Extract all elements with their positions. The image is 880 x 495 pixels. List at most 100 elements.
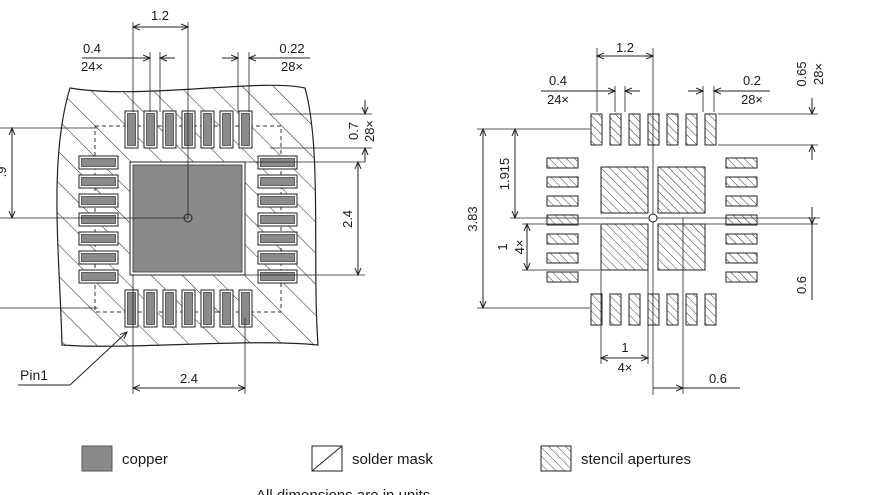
stencil-right-pad <box>725 176 758 188</box>
stencil-left-pad <box>546 271 579 283</box>
stencil-right-pad <box>725 157 758 169</box>
stencil-bottom-pad <box>685 293 698 326</box>
stencil-dim-pad-width: 0.4 <box>549 73 567 88</box>
top-pad-copper <box>222 113 231 146</box>
top-pad-copper <box>203 113 212 146</box>
stencil-top-pad <box>609 113 622 146</box>
left-top-pads <box>124 110 253 149</box>
top-pad-copper <box>127 113 136 146</box>
stencil-top-pad <box>704 113 717 146</box>
stencil-aperture-bl <box>600 223 649 271</box>
bottom-pad-copper <box>165 292 174 325</box>
dim-pad-height: 0.7 <box>346 122 361 140</box>
legend-stencil-swatch <box>540 445 572 472</box>
legend-copper-label: copper <box>122 451 168 468</box>
stencil-left-pads <box>546 157 579 283</box>
left-bottom-pads <box>124 289 253 328</box>
stencil-dim-total: 3.83 <box>465 206 480 231</box>
left-pad-copper <box>81 234 116 243</box>
stencil-left-pad <box>546 252 579 264</box>
pin1-label: Pin1 <box>20 367 48 383</box>
stencil-left-pad <box>546 176 579 188</box>
bottom-pad-copper <box>222 292 231 325</box>
top-pad-copper <box>165 113 174 146</box>
right-pad-copper <box>260 177 295 186</box>
stencil-right-pad <box>725 233 758 245</box>
stencil-bottom-pad <box>647 293 660 326</box>
dim-side-partial: .9 <box>0 167 9 178</box>
stencil-aperture-tl <box>600 166 649 214</box>
dim-ep-height: 2.4 <box>340 210 355 228</box>
legend-solder-mask-label: solder mask <box>352 451 433 468</box>
stencil-top-pad <box>647 113 660 146</box>
right-side-pads <box>257 155 298 284</box>
stencil-left-pad <box>546 157 579 169</box>
dim-pad-width-count: 24× <box>81 59 103 74</box>
left-pad-copper <box>81 215 116 224</box>
right-stencil-view: 1.2 0.4 24× 0.2 28× 0.65 28× 3.83 1.915 <box>465 40 826 395</box>
right-pad-copper <box>260 234 295 243</box>
stencil-top-pad <box>590 113 603 146</box>
bottom-pad-copper <box>184 292 193 325</box>
stencil-dim-center-pitch: 1.2 <box>616 40 634 55</box>
dim-pad-width: 0.4 <box>83 41 101 56</box>
stencil-right-pad <box>725 271 758 283</box>
dim-center-pitch: 1.2 <box>151 8 169 23</box>
right-pad-copper <box>260 196 295 205</box>
stencil-right-pads <box>725 157 758 283</box>
top-pad-copper <box>184 113 193 146</box>
legend-stencil-label: stencil apertures <box>581 451 691 468</box>
dim-ep-width: 2.4 <box>180 371 198 386</box>
stencil-dim-bottom-aperture: 1 <box>621 340 628 355</box>
stencil-bottom-pads <box>590 293 717 326</box>
stencil-dim-pad-len: 0.65 <box>794 61 809 86</box>
stencil-dim-bottom-aperture-count: 4× <box>618 360 633 375</box>
legend-copper-swatch <box>81 445 113 472</box>
stencil-bottom-pad <box>628 293 641 326</box>
left-pad-copper <box>81 158 116 167</box>
right-pad-copper <box>260 272 295 281</box>
exposed-pad-copper-fill <box>132 164 243 273</box>
left-pad-copper <box>81 253 116 262</box>
top-pad-copper <box>146 113 155 146</box>
stencil-dim-pad-gap-count: 28× <box>741 92 763 107</box>
center-mark <box>183 213 193 223</box>
right-pad-copper <box>260 253 295 262</box>
stencil-right-pad <box>725 195 758 207</box>
stencil-left-pad <box>546 195 579 207</box>
bottom-pad-copper <box>146 292 155 325</box>
stencil-bottom-pad <box>609 293 622 326</box>
stencil-top-pads <box>590 113 717 146</box>
bottom-pad-copper <box>203 292 212 325</box>
bottom-pad-copper <box>127 292 136 325</box>
stencil-dim-aperture-count: 4× <box>512 240 527 255</box>
stencil-dim-aperture: 1 <box>495 243 510 250</box>
stencil-left-pad <box>546 214 579 226</box>
right-pad-copper <box>260 215 295 224</box>
dim-pad-gap: 0.22 <box>279 41 304 56</box>
stencil-dim-bottom-gap: 0.6 <box>709 371 727 386</box>
dim-pad-gap-count: 28× <box>281 59 303 74</box>
bottom-pad-copper <box>241 292 250 325</box>
stencil-bottom-pad <box>704 293 717 326</box>
stencil-center-mark <box>648 213 658 223</box>
stencil-left-pad <box>546 233 579 245</box>
stencil-top-pad <box>666 113 679 146</box>
left-pad-copper <box>81 272 116 281</box>
stencil-bottom-pad <box>590 293 603 326</box>
stencil-bottom-pad <box>666 293 679 326</box>
left-pad-copper <box>81 177 116 186</box>
stencil-dim-aperture-gap: 0.6 <box>794 276 809 294</box>
legend: copper solder mask stencil apertures <box>81 445 691 472</box>
stencil-aperture-br <box>657 223 706 271</box>
stencil-right-pad <box>725 214 758 226</box>
stencil-top-pad <box>628 113 641 146</box>
stencil-dim-pad-len-count: 28× <box>811 63 826 85</box>
left-footprint-view: 1.2 0.4 24× 0.22 28× 0.7 28× 2.4 .9 <box>0 8 377 394</box>
left-pad-copper <box>81 196 116 205</box>
footer-note: All dimensions are in units <box>256 487 430 495</box>
stencil-dim-pad-width-count: 24× <box>547 92 569 107</box>
right-pad-copper <box>260 158 295 167</box>
top-pad-copper <box>241 113 250 146</box>
